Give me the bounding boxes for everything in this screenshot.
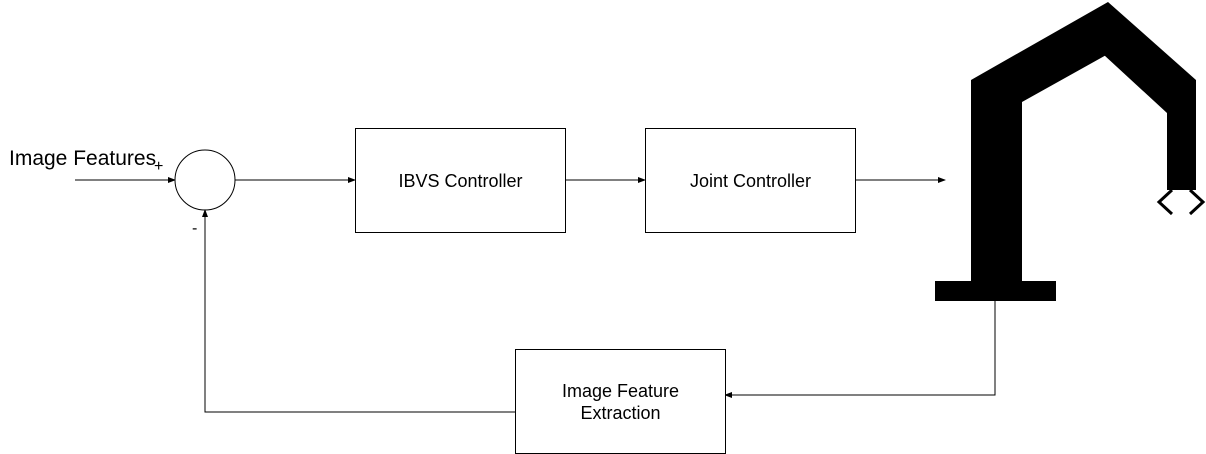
minus-sign: - bbox=[192, 220, 198, 237]
summing-junction bbox=[174, 149, 236, 211]
feature-extraction-block: Image Feature Extraction bbox=[515, 349, 726, 454]
robot-base bbox=[935, 281, 1056, 301]
joint-controller-block: Joint Controller bbox=[645, 128, 856, 233]
robot-forearm bbox=[1104, 2, 1196, 190]
robot-arm-icon bbox=[935, 2, 1206, 301]
feature-extraction-label-line1: Image Feature bbox=[561, 380, 680, 401]
ibvs-controller-block: IBVS Controller bbox=[355, 128, 566, 233]
gripper-left-jaw bbox=[1156, 188, 1174, 216]
robot-column bbox=[971, 80, 1022, 283]
joint-controller-label: Joint Controller bbox=[689, 170, 812, 191]
gripper-right-jaw bbox=[1188, 188, 1206, 216]
plus-sign: + bbox=[154, 158, 164, 175]
feature-feedback-arrow bbox=[202, 209, 515, 413]
input-label: Image Features bbox=[9, 147, 157, 170]
feature-extraction-label-line2: Extraction bbox=[580, 402, 661, 423]
robot-upper-arm bbox=[971, 2, 1108, 102]
robot-feedback-arrow bbox=[724, 301, 996, 398]
ibvs-controller-label: IBVS Controller bbox=[398, 170, 523, 191]
